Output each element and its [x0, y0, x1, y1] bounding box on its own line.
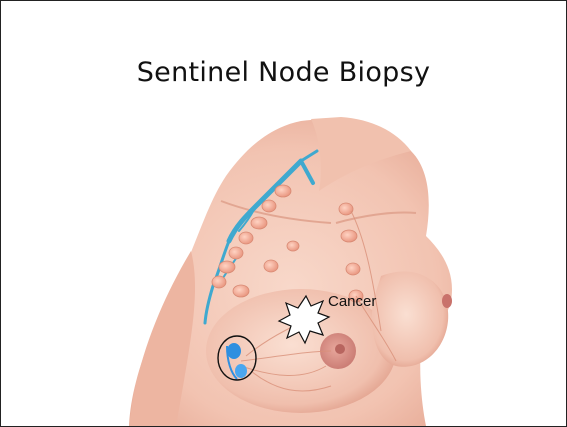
nipple-left [335, 344, 345, 354]
cancer-label: Cancer [328, 293, 376, 310]
right-breast [372, 272, 448, 367]
nipple-right [442, 294, 452, 308]
